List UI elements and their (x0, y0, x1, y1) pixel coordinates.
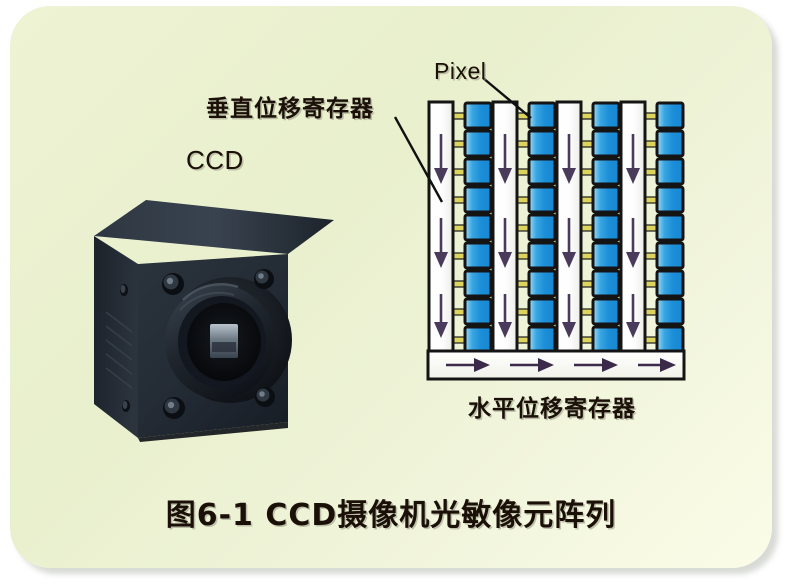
lens-thread-highlight-2 (179, 291, 235, 311)
leader-line-pixel (482, 77, 532, 119)
camera-svg (94, 200, 334, 442)
camera-side-screw-bottom-head (122, 401, 128, 409)
camera-side-screw-top-head (120, 285, 126, 293)
ccd-camera-photo (88, 192, 340, 442)
camera-mount-screws (162, 269, 275, 419)
column-3-pixels (591, 101, 621, 354)
camera-bottom-edge (138, 422, 288, 442)
lens-thread-highlight (182, 283, 239, 301)
label-vertical-shift-register: 垂直位移寄存器 (206, 96, 374, 122)
sensor-column-4 (619, 100, 685, 354)
sensor-chip-shadow (212, 342, 236, 352)
horizontal-register-arrows (446, 358, 676, 372)
label-horizontal-shift-register: 水平位移寄存器 (468, 396, 636, 422)
label-ccd: CCD (186, 145, 244, 175)
camera-top-face (94, 200, 334, 254)
vertical-register-1-arrows (434, 134, 448, 338)
vertical-register-2-arrows (498, 134, 512, 338)
figure-panel: 垂直位移寄存器 CCD Pixel 水平位移寄存器 图6-1 CCD摄像机光敏像… (10, 6, 772, 568)
sensor-column-1 (427, 100, 493, 354)
vertical-register-4-arrows (626, 134, 640, 338)
column-1-pixels (463, 101, 493, 354)
leader-lines (393, 77, 532, 203)
column-2-pixels (527, 101, 557, 354)
leader-line-vertical-register (393, 116, 444, 203)
pixel-array-diagram (393, 77, 686, 381)
sensor-column-2 (491, 100, 557, 354)
sensor-column-3 (555, 100, 621, 354)
column-4-pixels (655, 101, 685, 354)
label-pixel: Pixel (434, 58, 487, 84)
vertical-register-3-arrows (562, 134, 576, 338)
horizontal-shift-register (426, 349, 686, 381)
camera-vent-slots (105, 311, 133, 389)
figure-caption: 图6-1 CCD摄像机光敏像元阵列 (165, 498, 617, 533)
